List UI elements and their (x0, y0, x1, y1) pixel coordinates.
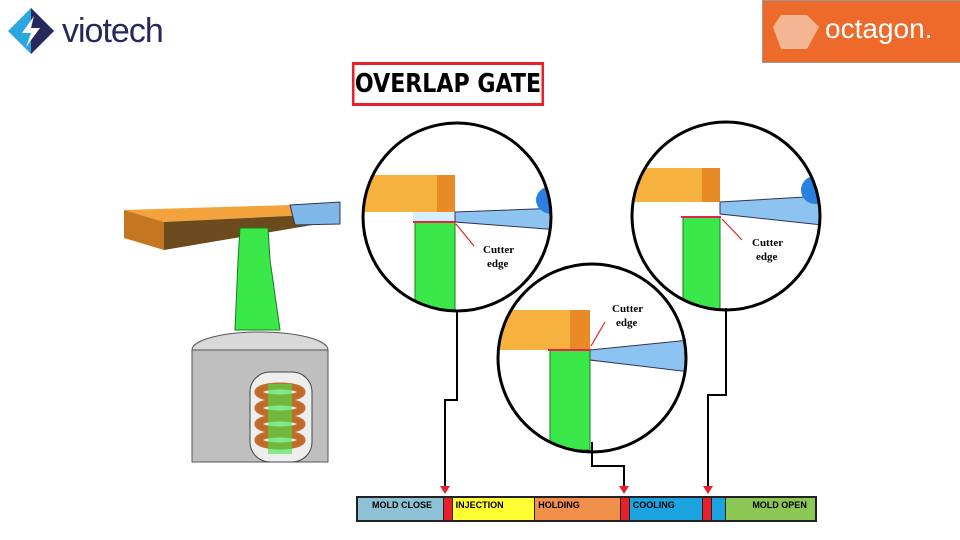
lightning-icon (8, 8, 54, 54)
cutter-edge-label: Cutter (752, 237, 783, 249)
svg-text:edge: edge (487, 258, 509, 270)
callout-circle-mold-open (632, 168, 820, 310)
octagon-logo: octagon. (762, 0, 960, 63)
timeline-segment-injection: INJECTION (452, 498, 536, 520)
callout-circle-cooling (498, 310, 686, 451)
octagon-gem-icon (773, 15, 819, 49)
svg-text:edge: edge (616, 317, 638, 329)
timeline-segment-marker (620, 498, 630, 520)
timeline-connectors (444, 308, 727, 486)
timeline-segment-cooling: COOLING (629, 498, 704, 520)
cutter-edge-label: Cutter (612, 303, 643, 315)
timeline-segment-marker (703, 498, 713, 520)
callout-circle-injection (363, 175, 551, 311)
svg-text:edge: edge (756, 251, 778, 263)
timeline-segment-marker (712, 498, 727, 520)
timeline-segment-holding: HOLDING (535, 498, 621, 520)
viotech-logo: viotech (6, 6, 176, 56)
timeline-segment-mold-open: MOLD OPEN (726, 498, 815, 520)
mold-assembly-illustration (124, 201, 341, 463)
timeline-segment-mold-close: MOLD CLOSE (358, 498, 444, 520)
page-title: OVERLAP GATE (351, 62, 545, 106)
timeline-segment-marker (443, 498, 453, 520)
cutter-edge-label: Cutter (483, 244, 514, 256)
